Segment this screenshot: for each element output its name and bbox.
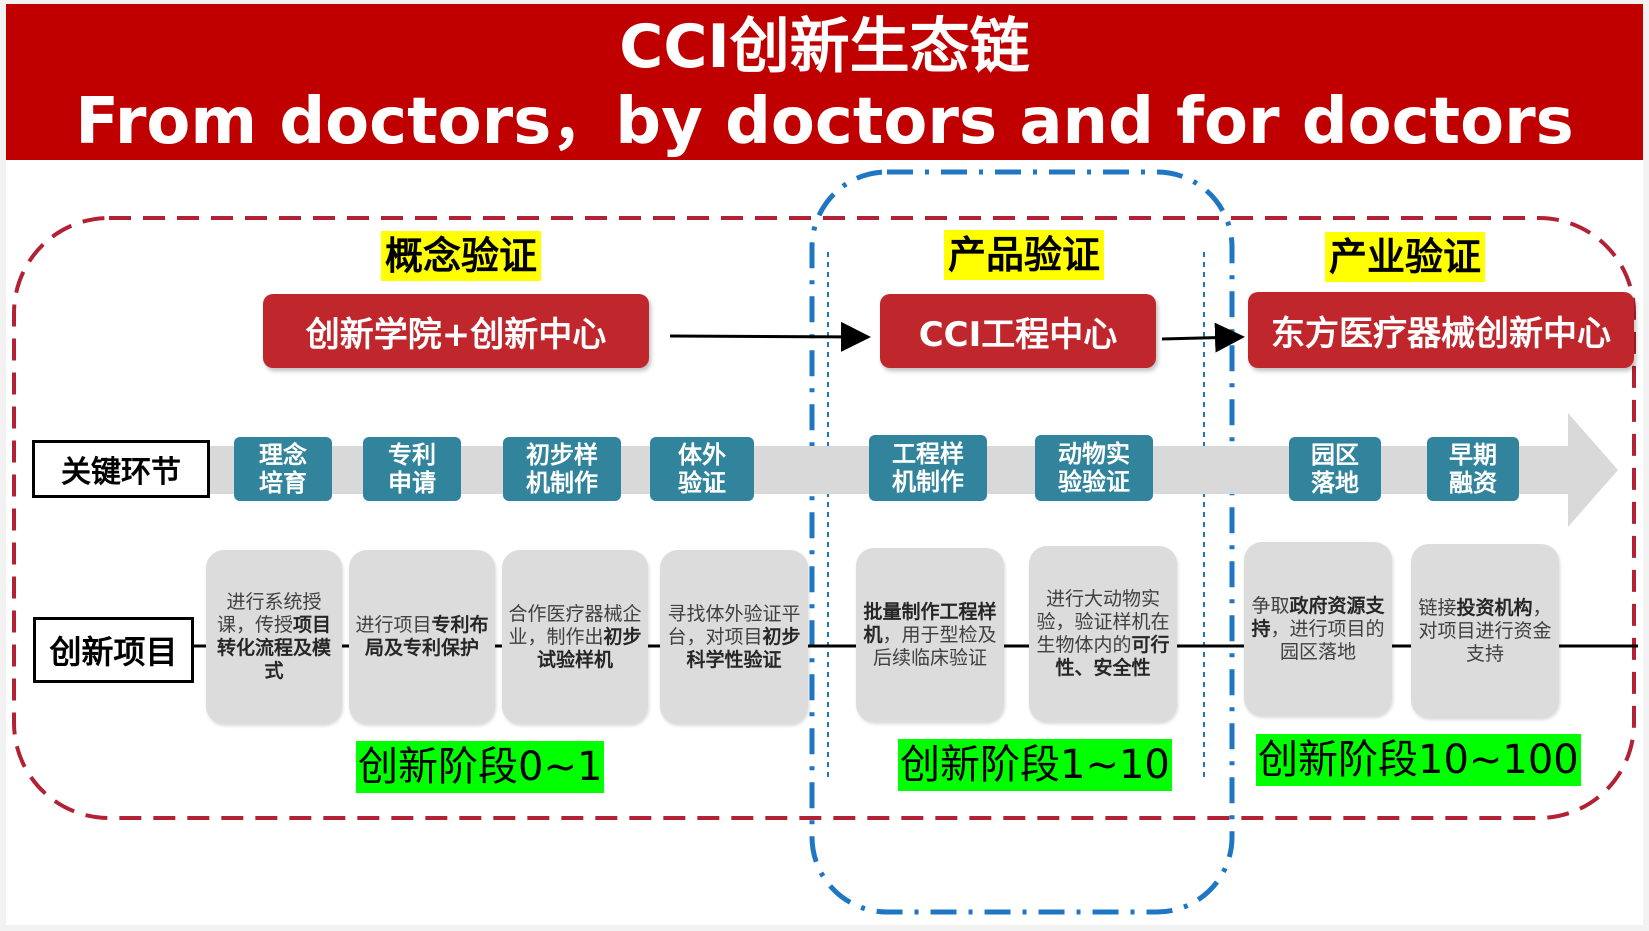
project-text: 进行系统授课，传授项目转化流程及模式	[216, 591, 332, 682]
step-text: 理念培育	[259, 441, 307, 497]
project-box-patent-layout: 进行项目专利布局及专利保护	[349, 550, 495, 724]
project-box-batch-prototypes: 批量制作工程样机，用于型检及后续临床验证	[856, 548, 1004, 722]
step-text: 早期融资	[1449, 441, 1497, 497]
step-park-landing: 园区落地	[1289, 437, 1381, 501]
step-text: 初步样机制作	[526, 441, 598, 497]
project-text: 进行大动物实验，验证样机在生物体内的可行性、安全性	[1036, 588, 1170, 679]
step-text: 动物实验验证	[1058, 440, 1130, 496]
project-box-systematic-training: 进行系统授课，传授项目转化流程及模式	[206, 550, 342, 724]
phase-label-0-1: 创新阶段0~1	[356, 741, 605, 793]
row-label-key-steps: 关键环节	[32, 440, 210, 498]
arrow-to-engineering-center	[669, 321, 871, 352]
row-label-projects: 创新项目	[33, 617, 194, 683]
project-box-trial-prototype: 合作医疗器械企业，制作出初步试验样机	[502, 550, 648, 724]
step-text: 专利申请	[388, 441, 436, 497]
product-stage-blue-dashed-frame	[809, 169, 1235, 915]
center-box-cci-engineering: CCI工程中心	[880, 294, 1156, 368]
project-box-animal-experiments: 进行大动物实验，验证样机在生物体内的可行性、安全性	[1029, 546, 1177, 722]
project-text: 批量制作工程样机，用于型检及后续临床验证	[863, 600, 997, 669]
stage-label-industry: 产业验证	[1325, 232, 1486, 282]
step-in-vitro-validation: 体外验证	[650, 437, 754, 501]
arrow-to-industry-center	[1161, 322, 1245, 353]
center-box-innovation-academy: 创新学院+创新中心	[263, 294, 649, 368]
stage-label-concept: 概念验证	[381, 231, 542, 281]
step-text: 体外验证	[678, 441, 726, 497]
title-banner: CCI创新生态链 From doctors，by doctors and for…	[6, 4, 1643, 160]
project-text: 进行项目专利布局及专利保护	[355, 614, 489, 659]
step-patent-application: 专利申请	[363, 437, 461, 501]
center-box-oriental-medical-device: 东方医疗器械创新中心	[1248, 292, 1634, 368]
step-engineering-prototype: 工程样机制作	[869, 435, 987, 501]
step-animal-validation: 动物实验验证	[1035, 435, 1153, 501]
title-main: CCI创新生态链	[619, 12, 1030, 82]
project-text: 合作医疗器械企业，制作出初步试验样机	[508, 602, 642, 671]
project-text: 寻找体外验证平台，对项目初步科学性验证	[667, 602, 801, 671]
step-early-financing: 早期融资	[1427, 437, 1519, 501]
stage-label-product: 产品验证	[944, 230, 1105, 280]
ecosystem-red-dashed-frame	[12, 216, 1636, 820]
step-text: 工程样机制作	[892, 440, 964, 496]
step-text: 园区落地	[1311, 441, 1359, 497]
project-text: 链接投资机构，对项目进行资金支持	[1418, 596, 1552, 665]
project-box-government-support: 争取政府资源支持，进行项目的园区落地	[1244, 542, 1392, 716]
phase-label-1-10: 创新阶段1~10	[898, 739, 1172, 791]
project-box-investment-link: 链接投资机构，对项目进行资金支持	[1411, 544, 1559, 718]
project-text: 争取政府资源支持，进行项目的园区落地	[1251, 594, 1385, 663]
step-prototype-making: 初步样机制作	[503, 437, 621, 501]
phase-label-10-100: 创新阶段10~100	[1256, 734, 1581, 786]
title-subtitle: From doctors，by doctors and for doctors	[75, 85, 1574, 159]
project-box-in-vitro-platform: 寻找体外验证平台，对项目初步科学性验证	[660, 550, 808, 724]
step-concept-cultivation: 理念培育	[234, 437, 332, 501]
